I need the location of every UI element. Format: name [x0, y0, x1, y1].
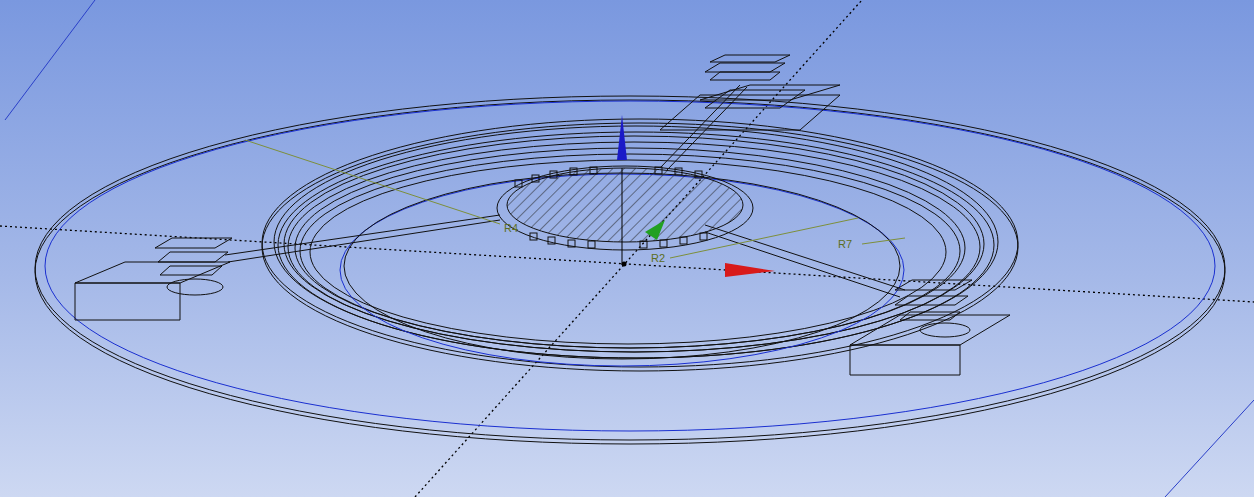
- dimension-label: R2: [651, 252, 665, 264]
- dimension-label: R7: [838, 238, 852, 250]
- dimension-label: R4: [504, 222, 518, 234]
